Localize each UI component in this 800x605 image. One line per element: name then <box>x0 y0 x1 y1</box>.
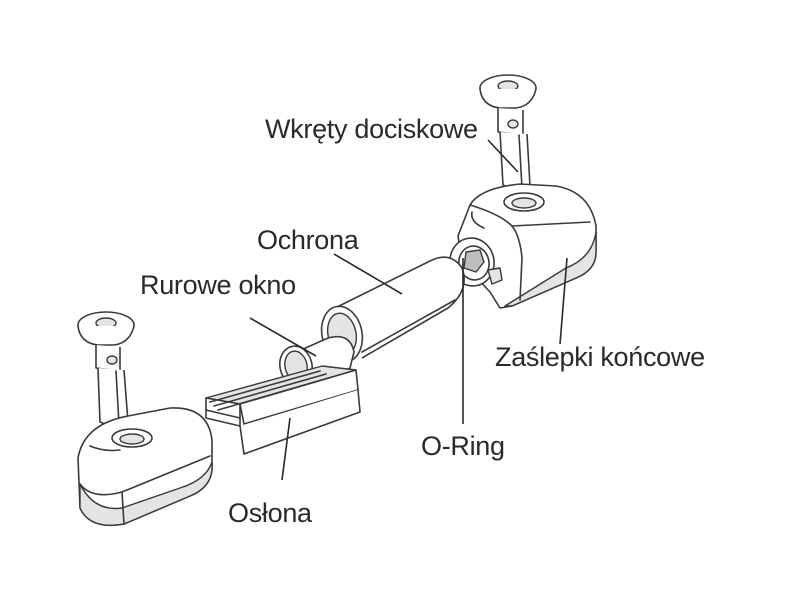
label-cover: Osłona <box>228 498 312 528</box>
leader-protection <box>333 253 403 295</box>
label-end-caps: Zaślepki końcowe <box>495 342 705 372</box>
left-screw <box>77 311 135 426</box>
cover-rail <box>205 365 361 455</box>
label-o-ring: O-Ring <box>421 431 505 461</box>
right-screw <box>479 74 537 190</box>
label-screws: Wkręty dociskowe <box>265 114 478 144</box>
label-tube-window: Rurowe okno <box>140 270 296 300</box>
left-end-cap <box>77 407 213 527</box>
label-protection: Ochrona <box>257 225 359 255</box>
leader-end-caps <box>559 257 568 345</box>
leader-cover <box>281 417 291 481</box>
leader-tube-window <box>249 317 317 357</box>
leader-screws <box>487 139 519 173</box>
